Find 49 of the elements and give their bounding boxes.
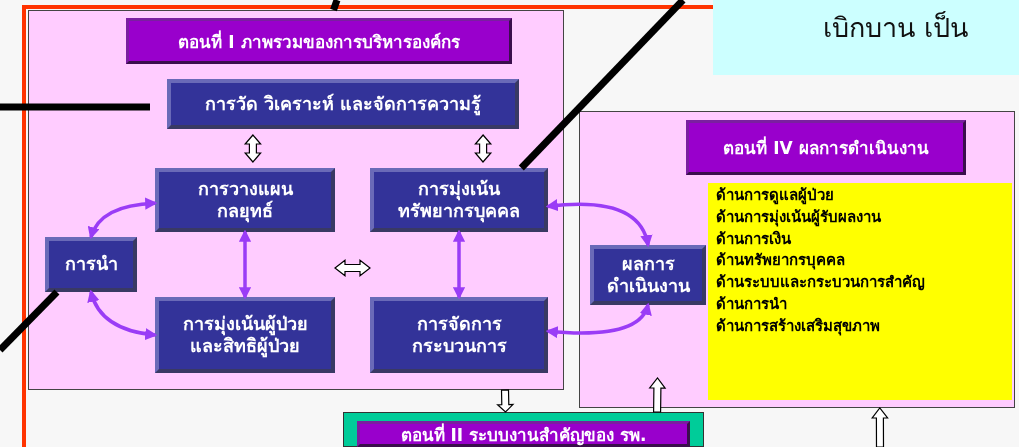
- section-title: [686, 120, 966, 175]
- section-panel: [28, 10, 564, 390]
- hollow-arrow: [871, 407, 889, 447]
- section-panel: [579, 111, 1015, 408]
- box-label: การนำ: [64, 253, 118, 276]
- section-title: [126, 18, 512, 64]
- box-label: การวางแผน กลยุทธ์: [196, 177, 294, 223]
- topic-box: [370, 168, 548, 232]
- list-item: ด้านการนำ: [716, 293, 787, 315]
- section-panel: [343, 412, 704, 447]
- box-label: การมุ่งเน้นผู้ป่วย และสิทธิผู้ป่วย: [181, 312, 309, 358]
- list-item: ด้านการดูแลผู้ป่วย: [716, 185, 834, 207]
- title-text: ตอนที่ I ภาพรวมของการบริหารองค์กร: [178, 29, 460, 54]
- list-item: ด้านการสร้างเสริมสุขภาพ: [716, 315, 880, 338]
- leader-line: [0, 103, 150, 111]
- callout-box: [713, 0, 1019, 75]
- leader-line: [330, 0, 341, 12]
- topic-box: [590, 245, 706, 305]
- list-item: ด้านการมุ่งเน้นผู้รับผลงาน: [716, 206, 881, 229]
- double-arrow: [452, 229, 466, 300]
- topic-box: [45, 237, 137, 292]
- leader-line: [0, 289, 60, 353]
- list-item: ด้านทรัพยากรบุคคล: [716, 250, 845, 272]
- box-label: การวัด วิเคราะห์ และจัดการความรู้: [204, 92, 482, 116]
- double-arrow: [87, 289, 158, 340]
- leader-line: [518, 0, 686, 171]
- hollow-arrow: [243, 134, 262, 163]
- title-text: ตอนที่ IV ผลการดำเนินงาน: [723, 135, 929, 160]
- topic-box: [167, 79, 519, 129]
- box-label: ผลการ ดำเนินงาน: [605, 252, 691, 298]
- topic-box: [155, 168, 335, 232]
- topic-box: [155, 297, 335, 373]
- title-text: ตอนที่ II ระบบงานสำคัญของ รพ.: [400, 422, 647, 447]
- double-arrow: [238, 229, 252, 300]
- hollow-arrow: [648, 377, 667, 413]
- double-arrow: [88, 197, 158, 240]
- hollow-arrow: [334, 259, 371, 277]
- list-item: ด้านการเงิน: [716, 228, 791, 250]
- box-label: การจัดการ กระบวนการ: [410, 312, 508, 358]
- box-label: การมุ่งเน้น ทรัพยากรบุคคล: [397, 177, 521, 223]
- double-arrow: [545, 199, 652, 248]
- callout-text: เบิกบาน เป็น: [823, 10, 968, 45]
- topic-box: [370, 297, 548, 373]
- list-item: ด้านระบบและกระบวนการสำคัญ: [716, 272, 925, 293]
- double-arrow: [545, 302, 651, 339]
- results-list: [708, 183, 1012, 400]
- hollow-arrow: [496, 389, 515, 413]
- hollow-arrow: [474, 134, 493, 163]
- section-title: [357, 421, 690, 447]
